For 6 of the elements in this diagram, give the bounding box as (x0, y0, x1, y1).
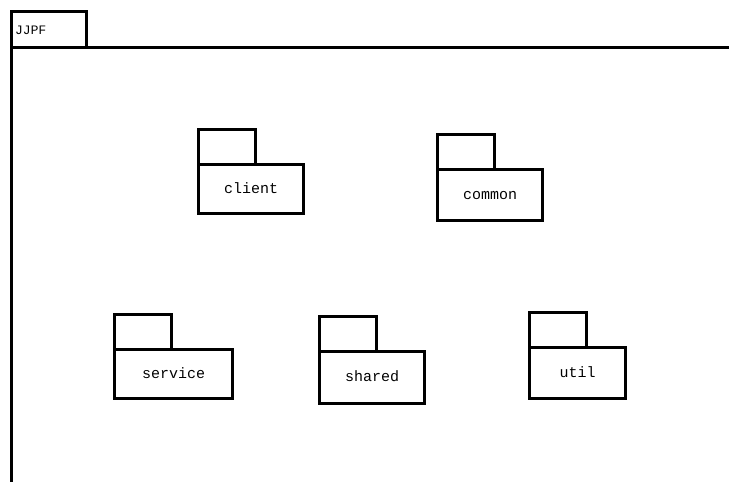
package-name: util (559, 364, 596, 382)
package-name: JJPF (15, 23, 46, 38)
package-name: shared (344, 369, 399, 386)
package-name: service (142, 366, 205, 382)
package-name: client (224, 180, 278, 198)
package-name: common (462, 186, 517, 204)
